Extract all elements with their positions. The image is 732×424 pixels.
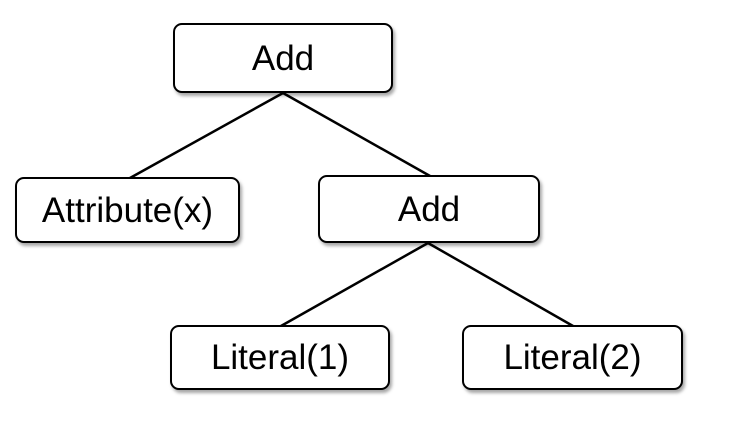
edge-root-to-add2 bbox=[281, 91, 432, 178]
tree-node-label: Literal(1) bbox=[210, 338, 350, 377]
tree-node-attribute-x: Attribute(x) bbox=[15, 177, 240, 243]
tree-node-label: Add bbox=[251, 38, 315, 78]
edge-add2-to-literal2 bbox=[426, 241, 575, 328]
edge-root-to-attribute bbox=[128, 91, 285, 180]
tree-node-label: Add bbox=[397, 189, 461, 229]
tree-node-label: Attribute(x) bbox=[41, 190, 214, 230]
tree-node-literal-1: Literal(1) bbox=[170, 325, 390, 390]
edge-add2-to-literal1 bbox=[279, 241, 430, 328]
tree-node-add-inner: Add bbox=[318, 175, 540, 243]
tree-node-add-root: Add bbox=[173, 23, 393, 93]
tree-node-literal-2: Literal(2) bbox=[462, 325, 683, 390]
tree-node-label: Literal(2) bbox=[503, 338, 642, 377]
